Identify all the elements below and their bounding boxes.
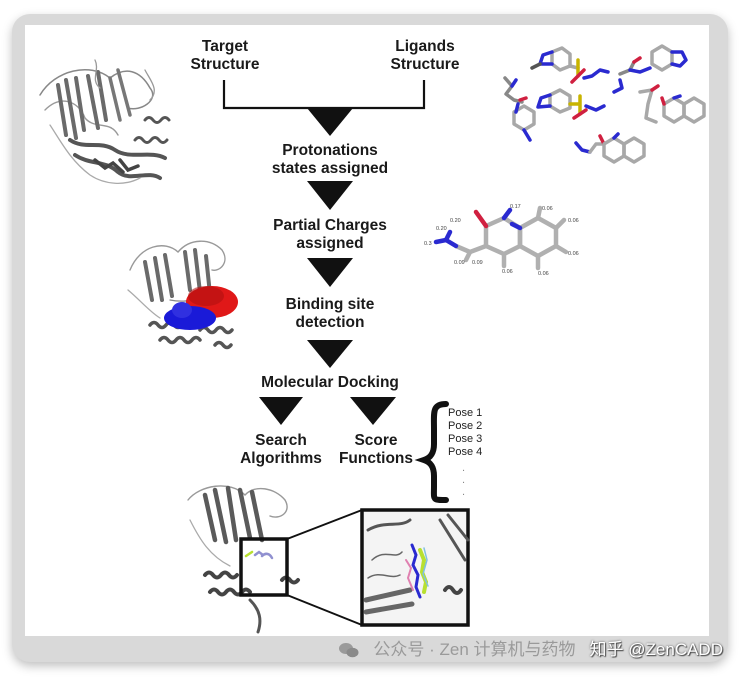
branch-line: Algorithms	[240, 450, 322, 467]
target-structure-label: Target Structure	[190, 38, 260, 74]
step-line: Partial Charges	[273, 217, 387, 234]
pose-item: Pose 2	[448, 420, 483, 432]
charge-label: 0.06	[502, 269, 513, 275]
target-label-line1: Target	[201, 38, 249, 55]
pose-item: Pose 3	[448, 433, 483, 445]
arrow-down-icon	[307, 258, 353, 287]
binding-site-protein-image	[127, 240, 238, 350]
step-line: detection	[295, 314, 365, 331]
input-connector	[222, 80, 426, 110]
arrow-down-icon	[307, 181, 353, 210]
ligands-label-line2: Structure	[390, 56, 460, 73]
step-protonation-label: Protonations states assigned	[250, 142, 410, 178]
target-label-line2: Structure	[190, 56, 260, 73]
pose-ellipsis: .	[462, 486, 466, 498]
ligands-label-line1: Ligands	[395, 38, 455, 55]
charge-label: 0.3	[424, 241, 432, 247]
ligands-image	[503, 44, 706, 164]
charge-label: 0.06	[542, 206, 553, 212]
step-line: Protonations	[282, 142, 378, 159]
wechat-watermark: 公众号 · Zen 计算机与药物	[373, 640, 576, 659]
branch-search-algorithms-label: Search Algorithms	[236, 432, 326, 468]
charge-label: 0.20	[450, 218, 461, 224]
step-line: Molecular Docking	[261, 374, 399, 391]
charge-label: 0.06	[568, 218, 579, 224]
step-line: states assigned	[271, 160, 389, 177]
step-line: assigned	[296, 235, 364, 252]
pose-ellipsis: .	[462, 462, 466, 474]
charge-label: 0.09	[472, 260, 483, 266]
pose-ellipsis: .	[462, 474, 466, 486]
branch-score-functions-label: Score Functions	[333, 432, 419, 468]
watermark-row: 公众号 · Zen 计算机与药物 知乎 @ZenCADD	[339, 640, 723, 660]
partial-charges-molecule-image	[433, 205, 569, 271]
zhihu-watermark: 知乎 @ZenCADD	[589, 640, 723, 659]
arrow-down-icon	[307, 340, 353, 368]
curly-brace-icon	[414, 401, 449, 503]
step-binding-site-label: Binding site detection	[250, 296, 410, 332]
arrow-down-icon	[350, 397, 396, 425]
charge-label: 0.17	[510, 204, 521, 210]
pose-item: Pose 1	[448, 407, 483, 419]
charge-labels: 0.17 0.06 0.06 0.06 0.06 0.06 0.20 0.20 …	[424, 204, 579, 277]
ligands-structure-label: Ligands Structure	[387, 38, 463, 74]
step-line: Binding site	[285, 296, 375, 313]
branch-line: Functions	[338, 450, 414, 467]
wechat-icon	[339, 642, 359, 658]
pose-item: Pose 4	[448, 446, 483, 458]
charge-label: 0.09	[454, 260, 465, 266]
arrow-down-icon	[307, 108, 353, 136]
charge-label: 0.06	[568, 251, 579, 257]
charge-label: 0.06	[538, 271, 549, 277]
step-molecular-docking-label: Molecular Docking	[240, 374, 420, 392]
charge-label: 0.20	[436, 226, 447, 232]
arrow-down-icon	[259, 397, 303, 425]
branch-line: Search	[255, 432, 307, 449]
target-protein-image	[39, 59, 171, 184]
docked-complex-image	[187, 485, 470, 634]
step-partial-charges-label: Partial Charges assigned	[250, 217, 410, 253]
branch-line: Score	[354, 432, 398, 449]
